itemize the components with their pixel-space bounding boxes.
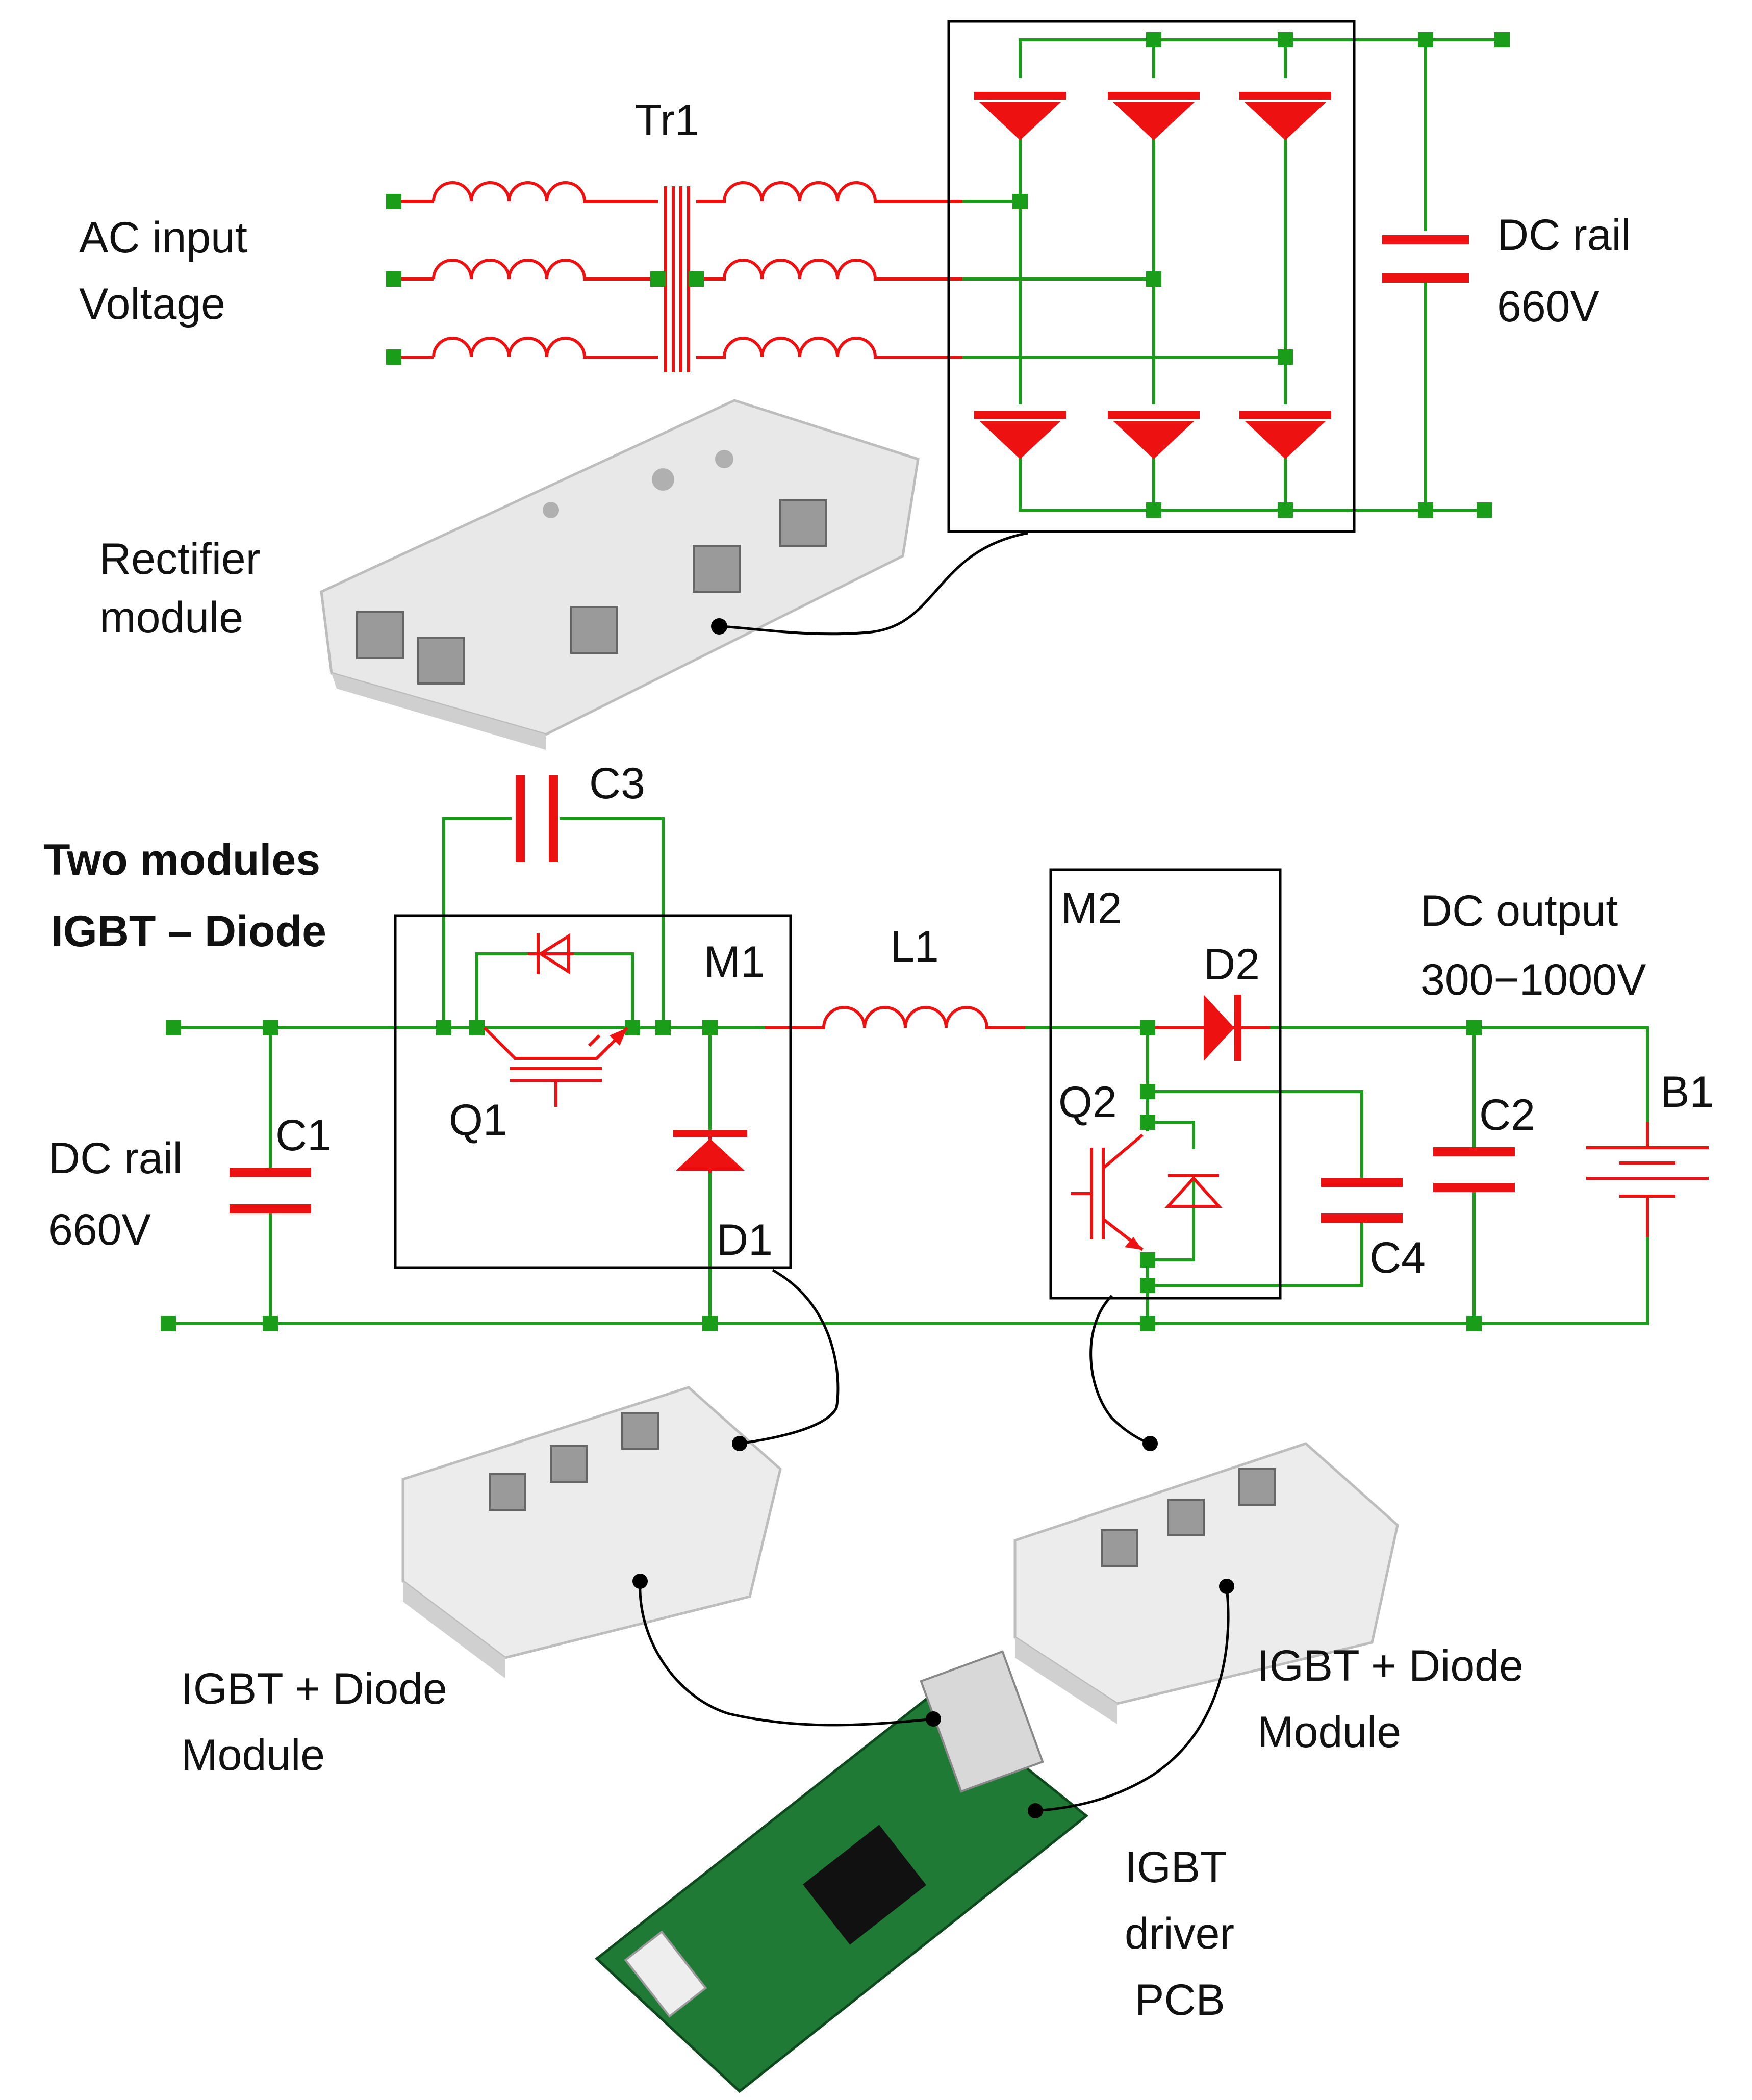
label-igbt-module-left-2: Module (181, 1731, 325, 1780)
igbt-driver-pcb-photo (595, 1650, 1089, 2093)
label-rectifier-2: module (99, 593, 243, 642)
capacitor-c1 (230, 1168, 311, 1213)
diode-icon (1155, 995, 1270, 1061)
boost-converter-nodes (161, 1020, 1482, 1331)
label-two-modules-2: IGBT – Diode (51, 907, 326, 956)
igbt-q1 (483, 1026, 629, 1107)
label-dc-rail-top-2: 660V (1497, 282, 1599, 331)
label-m2: M2 (1061, 884, 1122, 933)
leader-left-module (639, 1581, 934, 1727)
rectifier-module-photo (320, 399, 920, 750)
leader-m2 (1089, 1295, 1151, 1445)
igbt-module-photo (401, 1386, 782, 1678)
module-m2-box (1049, 868, 1282, 1300)
leader-rectifier (719, 532, 1028, 636)
label-rectifier-1: Rectifier (99, 535, 260, 584)
label-l1: L1 (890, 922, 939, 971)
label-dc-rail-bottom-1: DC rail (48, 1134, 183, 1183)
capacitor-c4 (1321, 1178, 1403, 1223)
label-dc-output-2: 300−1000V (1420, 955, 1646, 1004)
label-igbt-module-right-2: Module (1257, 1708, 1401, 1757)
label-dc-rail-top-1: DC rail (1497, 211, 1631, 260)
label-ac-input-1: AC input (79, 213, 247, 262)
label-dc-output-1: DC output (1420, 887, 1618, 935)
label-driver-3: PCB (1135, 1976, 1225, 2025)
label-c1: C1 (275, 1111, 332, 1160)
leader-d1 (739, 1269, 840, 1445)
diode-icon (1239, 411, 1331, 459)
capacitor-c3 (516, 775, 558, 862)
inductor-l1 (765, 1006, 1025, 1029)
diode-icon (528, 933, 574, 975)
battery-b1 (1586, 1122, 1709, 1237)
label-igbt-module-left-1: IGBT + Diode (181, 1664, 447, 1713)
label-c2: C2 (1479, 1091, 1535, 1140)
label-d2: D2 (1204, 940, 1260, 989)
dc-rail-capacitor-top (1382, 235, 1469, 283)
label-c3: C3 (589, 759, 645, 808)
label-b1: B1 (1660, 1068, 1714, 1117)
rectifier-diodes (974, 92, 1331, 459)
label-q2: Q2 (1058, 1078, 1117, 1127)
label-d1: D1 (717, 1216, 773, 1264)
label-c4: C4 (1369, 1233, 1426, 1282)
diode-icon (1164, 1174, 1223, 1208)
label-igbt-module-right-1: IGBT + Diode (1257, 1641, 1524, 1690)
label-tr1: Tr1 (635, 96, 699, 145)
label-two-modules-1: Two modules (43, 836, 320, 884)
igbt-q2 (1071, 1133, 1144, 1251)
leader-right-module (1035, 1586, 1230, 1812)
rectifier-bridge-wiring (962, 32, 1510, 518)
label-m1: M1 (704, 938, 765, 986)
diode-icon (673, 1130, 747, 1173)
label-driver-1: IGBT (1125, 1843, 1227, 1892)
diode-icon (1239, 92, 1331, 140)
diode-icon (974, 92, 1066, 140)
label-driver-2: driver (1125, 1909, 1234, 1958)
igbt-module-photo (1013, 1442, 1399, 1724)
module-m1-box (394, 914, 792, 1269)
capacitor-c2 (1433, 1147, 1515, 1192)
diode-icon (1108, 411, 1200, 459)
diode-icon (1108, 92, 1200, 140)
label-q1: Q1 (449, 1096, 507, 1145)
rectifier-module-box (947, 20, 1356, 533)
label-dc-rail-bottom-2: 660V (48, 1205, 151, 1254)
diode-icon (974, 411, 1066, 459)
transformer-tr1 (386, 181, 964, 372)
label-ac-input-2: Voltage (79, 280, 225, 328)
